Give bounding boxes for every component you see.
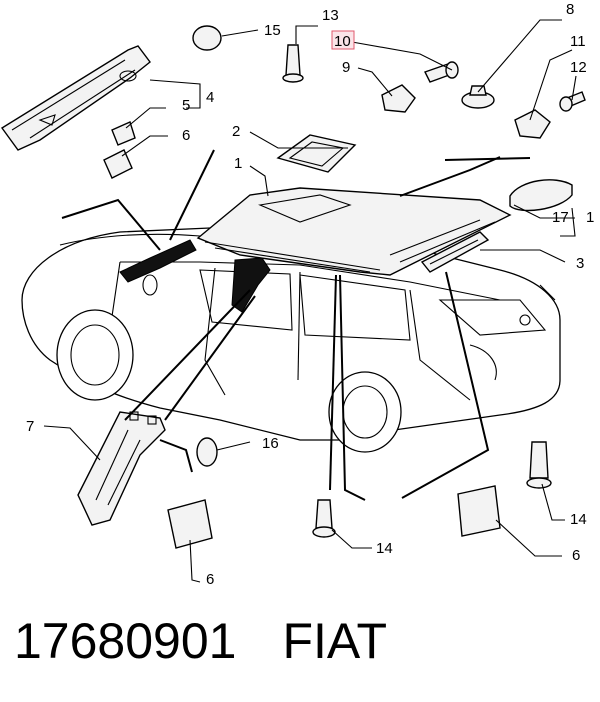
callout-10-highlight bbox=[331, 30, 355, 50]
callout-2: 2 bbox=[232, 123, 240, 140]
callout-numbers: 15 13 10 9 8 11 12 4 5 6 2 1 17 1 3 7 16… bbox=[26, 1, 594, 588]
callout-5: 5 bbox=[182, 97, 190, 114]
part-number: 17680901 bbox=[14, 613, 237, 669]
callout-1-right: 1 bbox=[586, 209, 594, 226]
callout-13: 13 bbox=[322, 7, 339, 24]
callout-6-lower-left: 6 bbox=[206, 571, 214, 588]
callout-16: 16 bbox=[262, 435, 279, 452]
callout-1-top: 1 bbox=[234, 155, 242, 172]
callout-6-lower-right: 6 bbox=[572, 547, 580, 564]
pointer-lines bbox=[61, 149, 531, 501]
rear-roof-trim-part bbox=[420, 231, 490, 273]
b-pillar-trim-part bbox=[77, 411, 166, 526]
roof-trim-cover-part bbox=[509, 179, 573, 212]
callout-7: 7 bbox=[26, 418, 34, 435]
callout-4: 4 bbox=[206, 89, 214, 106]
brand-name: FIAT bbox=[282, 613, 388, 669]
callout-15: 15 bbox=[264, 22, 281, 39]
callout-14-center: 14 bbox=[376, 540, 393, 557]
callout-11: 11 bbox=[570, 33, 586, 50]
headliner-part bbox=[196, 187, 512, 276]
callout-14-right: 14 bbox=[570, 511, 587, 528]
callout-9: 9 bbox=[342, 59, 350, 76]
footer: 17680901 FIAT bbox=[14, 612, 387, 682]
callout-8: 8 bbox=[566, 1, 574, 18]
sunroof-seal-part bbox=[276, 134, 357, 173]
callout-12: 12 bbox=[570, 59, 587, 76]
callout-3: 3 bbox=[576, 255, 584, 272]
leader-lines bbox=[43, 19, 577, 583]
a-pillar-trim-part bbox=[0, 45, 151, 151]
callout-10: 10 bbox=[334, 33, 351, 50]
fasteners bbox=[103, 25, 586, 549]
callout-6-top: 6 bbox=[182, 127, 190, 144]
callout-17: 17 bbox=[552, 209, 569, 226]
